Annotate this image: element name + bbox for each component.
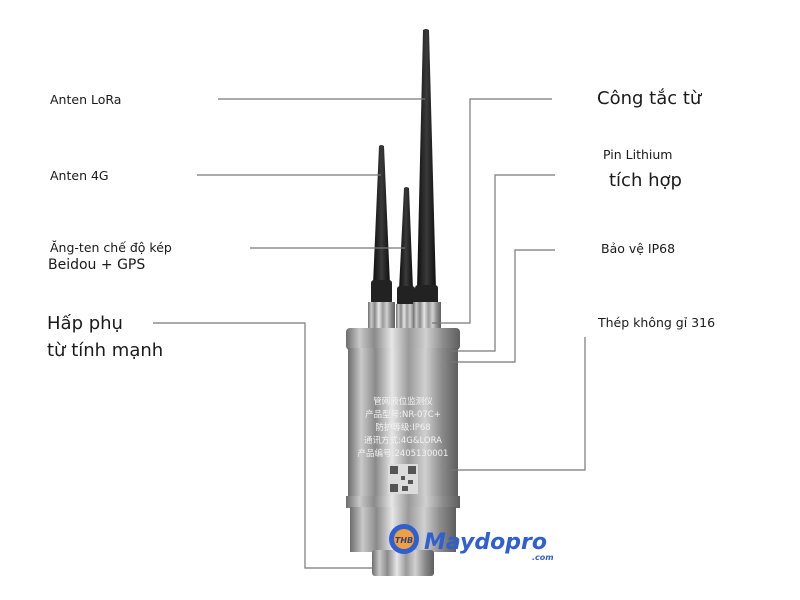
logo-domain: .com xyxy=(532,553,554,562)
label-4g-antenna: Anten 4G xyxy=(50,168,109,183)
device-label-line2: 产品型号:NR-07C+ xyxy=(365,409,441,420)
label-dual-antenna-line1: Ăng-ten chế độ kép xyxy=(50,240,172,255)
4g-antenna-base xyxy=(371,280,392,304)
lora-antenna-base xyxy=(415,285,438,307)
device-bottom xyxy=(372,550,434,576)
label-dual-antenna-line2: Beidou + GPS xyxy=(48,257,146,273)
label-magnetic-switch: Công tắc từ xyxy=(597,88,702,109)
leader-lines xyxy=(153,98,586,569)
device-label-line1: 管网液位监测仪 xyxy=(373,396,433,407)
device-top-cap xyxy=(346,328,460,350)
label-stainless-steel: Thép không gỉ 316 xyxy=(598,315,716,330)
lora-antenna xyxy=(417,29,436,290)
label-magnet-line1: Hấp phụ xyxy=(47,313,123,334)
gps-antenna xyxy=(399,187,413,290)
maydopro-watermark: THB Maydopro .com xyxy=(389,524,554,562)
device-label-line4: 通讯方式:4G&LORA xyxy=(364,435,442,446)
logo-brand: Maydopro xyxy=(424,530,547,555)
device-label-line3: 防护等级:IP68 xyxy=(375,422,430,433)
qr-code-icon xyxy=(388,464,418,494)
label-battery-line1: Pin Lithium xyxy=(603,147,673,162)
label-ip68: Bảo vệ IP68 xyxy=(601,241,676,256)
4g-antenna xyxy=(373,145,390,285)
label-magnet-line2: từ tính mạnh xyxy=(47,340,164,361)
label-lora-antenna: Anten LoRa xyxy=(50,92,122,107)
logo-badge: THB xyxy=(395,536,413,545)
label-battery-line2: tích hợp xyxy=(609,170,682,191)
device-label-line5: 产品编号:2405130001 xyxy=(358,448,449,459)
gps-antenna-base xyxy=(397,286,415,306)
